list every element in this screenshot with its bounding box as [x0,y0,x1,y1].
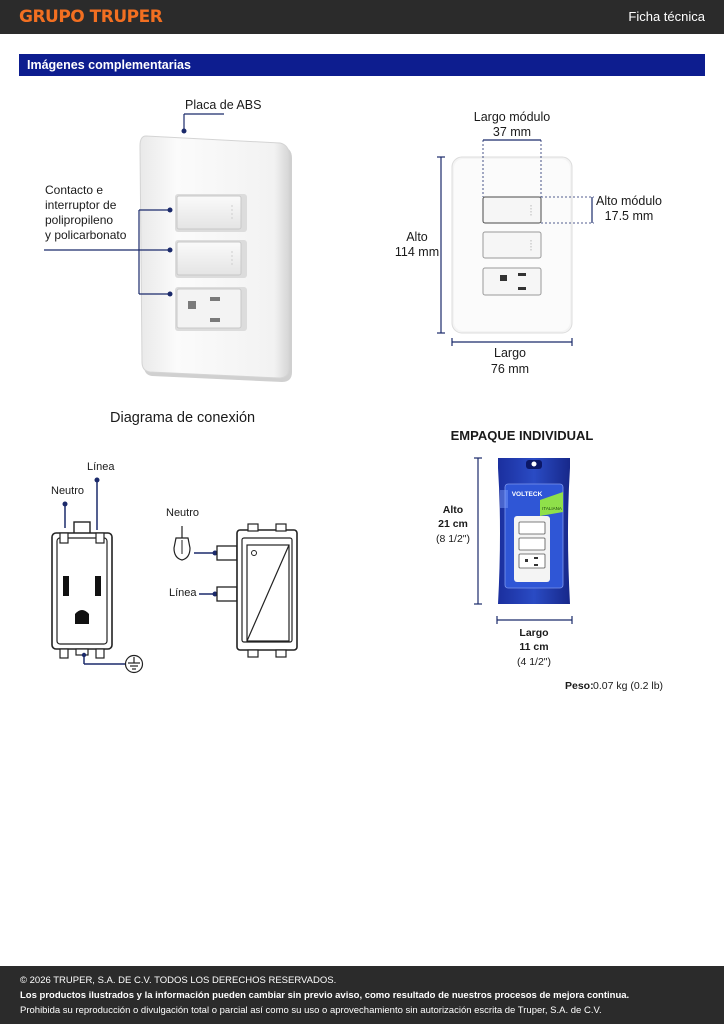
package-tag: ITALIANA [542,506,562,511]
dimension-drawing [451,156,573,334]
switch-plate-photo [139,135,292,382]
product-figure: Placa de ABS Contacto e interruptor de p… [44,98,663,692]
package-title: EMPAQUE INDIVIDUAL [451,428,594,443]
module-width-value: 37 mm [493,125,531,139]
module-height-value: 17.5 mm [605,209,654,223]
plate-width-dimension: Largo 76 mm [451,338,573,376]
plate-height-value: 114 mm [395,245,439,259]
package-width-imperial: (4 1/2") [517,656,551,668]
plate-material-label: Placa de ABS [185,98,261,112]
footer-copyright: © 2026 TRUPER, S.A. DE C.V. TODOS LOS DE… [20,975,337,986]
package-brand: VOLTECK [512,491,543,498]
module-width-dimension: Largo módulo 37 mm [474,110,550,197]
plate-callout: Placa de ABS [181,98,261,134]
switch-diagram: Neutro Línea [166,507,298,658]
outlet-neutral-label: Neutro [51,485,84,497]
brand-logo: GRUPO TRUPER [19,7,163,27]
switch-neutral-label: Neutro [166,507,199,519]
contact-label-line-3: polipropileno [45,213,113,227]
package-height-imperial: (8 1/2") [436,533,470,545]
package-image: VOLTECK ITALIANA [498,458,570,604]
switch-line-label: Línea [169,587,197,599]
connection-diagram-title: Diagrama de conexión [110,410,255,426]
section-header: Imágenes complementarias [19,54,705,76]
contact-label-line-4: y policarbonato [45,228,127,242]
plate-width-value: 76 mm [491,362,529,376]
page-header: GRUPO TRUPER Ficha técnica [0,0,724,34]
contact-label-line-1: Contacto e [45,183,103,197]
footer-rights: Prohibida su reproducción o divulgación … [20,1005,602,1016]
weight-label: Peso: [565,680,594,692]
module-height-label: Alto módulo [596,194,662,208]
contact-callout: Contacto e interruptor de polipropileno … [44,183,173,297]
plate-height-dimension: Alto 114 mm [395,156,445,334]
plate-height-label: Alto [406,230,428,244]
plate-width-label: Largo [494,346,526,360]
contact-label-line-2: interruptor de [45,198,117,212]
module-width-label: Largo módulo [474,110,550,124]
section-title: Imágenes complementarias [27,58,191,72]
page-footer: © 2026 TRUPER, S.A. DE C.V. TODOS LOS DE… [0,966,724,1024]
footer-notice: Los productos ilustrados y la informació… [20,990,630,1001]
package-height-label: Alto [443,504,463,516]
document-type: Ficha técnica [628,9,705,24]
module-height-dimension: Alto módulo 17.5 mm [541,194,662,224]
outlet-line-label: Línea [87,461,115,473]
weight-value: 0.07 kg (0.2 lb) [593,680,663,692]
package-width-label: Largo [519,627,548,639]
package-width-dimension: Largo 11 cm (4 1/2") [496,616,573,668]
package-height-value: 21 cm [438,518,468,530]
package-weight: Peso: 0.07 kg (0.2 lb) [565,680,663,692]
package-height-dimension: Alto 21 cm (8 1/2") [436,457,482,605]
light-bulb-icon [173,526,191,561]
package-width-value: 11 cm [519,641,548,653]
outlet-diagram: Línea Neutro [51,461,144,674]
